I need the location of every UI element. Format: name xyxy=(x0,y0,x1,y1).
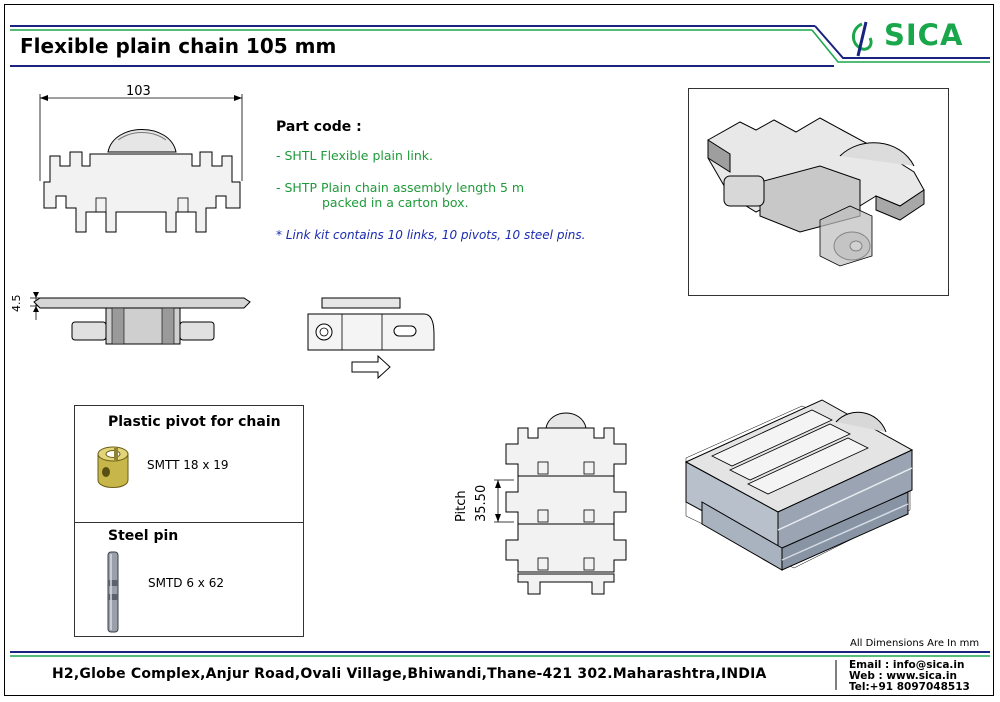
pin-code: SMTD 6 x 62 xyxy=(148,576,224,590)
chain-on-rails-isometric-drawing xyxy=(684,399,914,571)
contact-block: Email : info@sica.in Web : www.sica.in T… xyxy=(849,660,970,693)
page-title: Flexible plain chain 105 mm xyxy=(20,34,337,58)
dimensions-unit-note: All Dimensions Are In mm xyxy=(850,638,980,649)
pitch-value: 35.50 xyxy=(474,484,489,522)
steel-pin-icon xyxy=(107,551,119,633)
pin-title: Steel pin xyxy=(108,528,179,544)
height-dimension-label: 4.5 xyxy=(10,294,23,313)
part-code-heading: Part code : xyxy=(276,119,362,135)
brand-name: SICA xyxy=(884,18,964,52)
accessories-divider xyxy=(74,522,304,523)
drawing-sheet-border xyxy=(4,4,994,696)
accessories-panel xyxy=(74,405,304,637)
link-top-view-drawing xyxy=(39,94,243,233)
pivot-title: Plastic pivot for chain xyxy=(108,414,281,430)
contact-email: Email : info@sica.in xyxy=(849,659,965,671)
link-end-view-drawing xyxy=(307,297,435,380)
link-kit-note: * Link kit contains 10 links, 10 pivots,… xyxy=(276,228,586,242)
company-address: H2,Globe Complex,Anjur Road,Ovali Villag… xyxy=(52,666,767,682)
pivot-code: SMTT 18 x 19 xyxy=(147,458,229,472)
contact-web: Web : www.sica.in xyxy=(849,670,957,682)
width-dimension-label: 103 xyxy=(126,84,151,99)
isometric-link-drawing xyxy=(707,117,925,267)
pitch-label: Pitch xyxy=(454,490,469,522)
contact-tel: Tel:+91 8097048513 xyxy=(849,681,970,693)
link-side-view-drawing xyxy=(30,292,251,345)
part-code-shtp-line2: packed in a carton box. xyxy=(322,195,469,210)
part-code-shtl: - SHTL Flexible plain link. xyxy=(276,148,433,163)
isometric-link-frame xyxy=(688,88,949,296)
plastic-pivot-icon xyxy=(97,446,129,488)
sica-logo-icon xyxy=(852,21,873,57)
chain-assembly-2d-drawing xyxy=(494,412,627,595)
part-code-shtp: - SHTP Plain chain assembly length 5 m xyxy=(276,180,525,195)
